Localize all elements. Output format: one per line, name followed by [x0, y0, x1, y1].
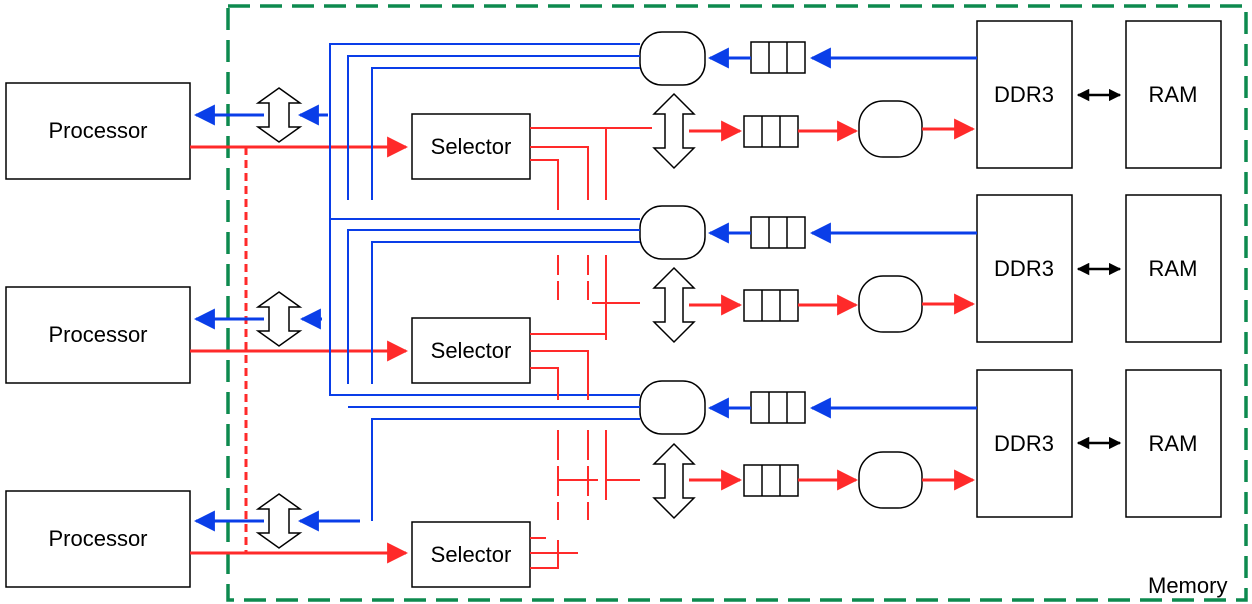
request-queue — [743, 115, 799, 148]
response-bus — [329, 43, 640, 521]
response-arbiter — [639, 380, 706, 435]
response-path-1 — [639, 31, 977, 86]
response-queue — [750, 216, 806, 249]
request-scheduler — [858, 275, 923, 333]
ddr3-controller-1: DDR3 — [976, 20, 1073, 169]
processor-label: Processor — [48, 322, 147, 347]
selector-label: Selector — [431, 134, 512, 159]
crossbar-switch-1 — [652, 92, 696, 170]
crossbar-switch-2 — [652, 266, 696, 344]
response-path-2 — [639, 205, 977, 260]
processor-switch-2 — [255, 291, 303, 347]
ddr3-ram-links — [1076, 88, 1122, 450]
memory-boundary — [226, 4, 1248, 602]
processor-request-arrows — [190, 136, 409, 564]
ram-label: RAM — [1149, 256, 1198, 281]
processor-1: Processor — [5, 82, 191, 180]
selector-2: Selector — [411, 317, 531, 384]
ram-2: RAM — [1125, 194, 1222, 343]
request-bus — [530, 127, 652, 569]
request-path-1 — [689, 100, 976, 158]
response-arbiter — [639, 31, 706, 86]
processor-response-arrows — [193, 104, 360, 532]
response-queue — [750, 41, 806, 74]
ram-label: RAM — [1149, 431, 1198, 456]
processor-2: Processor — [5, 286, 191, 384]
selector-3: Selector — [411, 521, 531, 588]
processor-label: Processor — [48, 526, 147, 551]
ddr3-controller-3: DDR3 — [976, 369, 1073, 518]
ddr3-label: DDR3 — [994, 256, 1054, 281]
selector-label: Selector — [431, 338, 512, 363]
ddr3-controller-2: DDR3 — [976, 194, 1073, 343]
processor-3: Processor — [5, 490, 191, 588]
request-scheduler — [858, 100, 923, 158]
ram-3: RAM — [1125, 369, 1222, 518]
ddr3-label: DDR3 — [994, 431, 1054, 456]
response-queue — [750, 391, 806, 424]
processor-label: Processor — [48, 118, 147, 143]
request-queue — [743, 289, 799, 322]
crossbar-switch-3 — [652, 442, 696, 520]
request-path-3 — [689, 451, 976, 509]
request-path-2 — [689, 275, 976, 333]
response-path-3 — [639, 380, 977, 435]
ddr3-label: DDR3 — [994, 82, 1054, 107]
response-arbiter — [639, 205, 706, 260]
memory-label: Memory — [1148, 573, 1227, 598]
request-scheduler — [858, 451, 923, 509]
request-queue — [743, 464, 799, 497]
ram-1: RAM — [1125, 20, 1222, 169]
ram-label: RAM — [1149, 82, 1198, 107]
selector-label: Selector — [431, 542, 512, 567]
processor-switch-1 — [255, 87, 303, 143]
processor-switch-3 — [255, 493, 303, 549]
selector-1: Selector — [411, 113, 531, 180]
